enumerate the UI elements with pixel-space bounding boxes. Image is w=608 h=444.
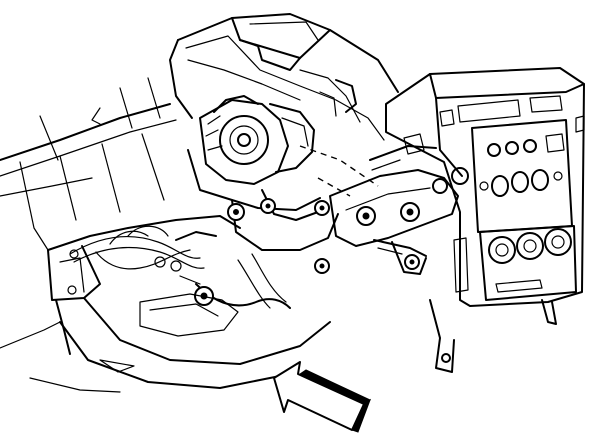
floor-pan (0, 77, 331, 393)
climate-control-panel (385, 67, 585, 373)
steering-column (187, 95, 379, 274)
dashboard-frame (0, 13, 399, 197)
direction-arrow (273, 361, 372, 433)
wiring-harness (69, 225, 427, 309)
instrument-cluster-bracket (329, 145, 469, 275)
